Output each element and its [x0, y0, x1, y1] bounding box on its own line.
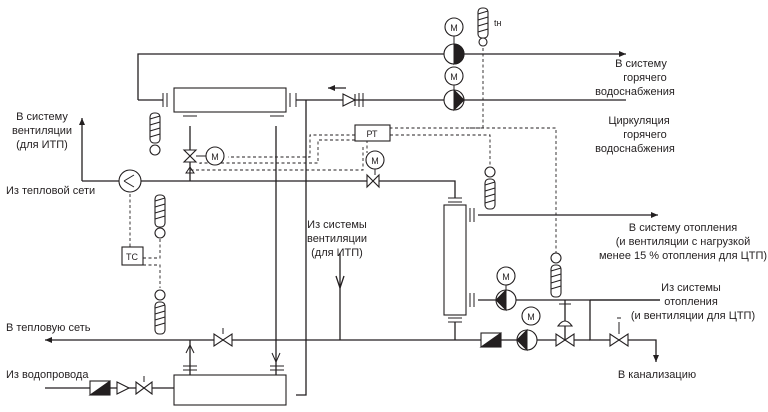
water-check-valve-icon [116, 381, 131, 395]
tc-sensor-up [143, 238, 161, 259]
heating-heater [443, 197, 475, 323]
return-temp-sensor [154, 289, 166, 335]
hw-temp-sensor [149, 112, 161, 156]
to-ventilation-label-2: вентиляции [12, 125, 72, 137]
supply-temp-sensor [154, 194, 166, 239]
to-sewer-label: В канализацию [618, 369, 696, 381]
ventilation-return-arrowhead [335, 275, 345, 291]
check-valve-icon [342, 93, 357, 107]
pumps: М М М М [118, 17, 541, 352]
rt-to-supply-line [190, 147, 364, 171]
to-ventilation-label-3: (для ИТП) [16, 139, 68, 151]
bottom-heater [173, 374, 287, 406]
pressure-regulator-label: РТ [366, 129, 378, 139]
motor-label-5: М [211, 152, 219, 162]
rt-line-a [228, 134, 355, 158]
circulation-label-3: водоснабжения [595, 143, 675, 155]
heating-return-sensor [550, 252, 562, 298]
text-labels: В систему горячего водоснабжения Циркуля… [6, 58, 767, 381]
drain-valve-icon [609, 332, 629, 348]
tc-sensor-down [143, 264, 161, 288]
to-heating-label-3: менее 15 % отопления для ЦТП) [599, 250, 767, 262]
pipelines [45, 51, 660, 396]
water-valve-icon [135, 380, 153, 396]
pressure-regulator-box [354, 124, 391, 142]
hot-water-heater [173, 87, 287, 113]
hw-supply-label-3: водоснабжения [595, 86, 675, 98]
cold-water-to-heater-pipe [296, 100, 307, 396]
motor-label-2: М [450, 72, 458, 82]
control-valve-icon [182, 149, 198, 163]
from-water-main-label: Из водопровода [6, 369, 89, 381]
from-heating-label-3: (и вентиляции для ЦТП) [631, 310, 755, 322]
temperature-controller-label: ТС [126, 252, 138, 262]
heating-heat-exchanger [443, 204, 467, 316]
motor-label-4: М [527, 312, 535, 322]
from-heating-label-1: Из системы [661, 282, 721, 294]
motor-label-6: М [371, 156, 379, 166]
temperature-controller-box [121, 246, 144, 266]
from-heat-network-label: Из тепловой сети [6, 185, 95, 197]
makeup-motor-icon [521, 306, 541, 326]
rt-line-b [199, 139, 355, 165]
to-heat-network-label: В тепловую сеть [6, 322, 91, 334]
outdoor-sensor [477, 7, 489, 47]
valves: М М [88, 93, 629, 396]
hw-heater-top [162, 87, 297, 117]
makeup-valve-icon [555, 332, 575, 348]
heating-sensor-line [466, 127, 557, 254]
from-ventilation-label-3: (для ИТП) [311, 247, 363, 259]
return-valve-icon [213, 332, 233, 348]
outdoor-sensor-line [372, 48, 484, 129]
rt-valve-icon [366, 173, 380, 189]
motor-label-1: М [450, 23, 458, 33]
control-lines [129, 48, 557, 288]
cold-water-heater [173, 343, 287, 406]
to-heating-label-1: В систему отопления [629, 222, 737, 234]
hw-supply-label-2: горячего [623, 72, 667, 84]
rt-heating-sensor-line [390, 134, 491, 168]
tc-to-pump [129, 193, 143, 251]
from-ventilation-label-1: Из системы [307, 219, 367, 231]
circulation-label-1: Циркуляция [608, 115, 669, 127]
to-ventilation-label-1: В систему [16, 111, 68, 123]
outdoor-temp-label: tн [494, 18, 502, 28]
sensors [149, 7, 562, 335]
circulation-label-2: горячего [623, 129, 667, 141]
to-heating-label-2: (и вентиляции с нагрузкой [616, 236, 750, 248]
hw-supply-label-1: В систему [615, 58, 667, 70]
from-ventilation-label-2: вентиляции [307, 233, 367, 245]
motor-label-3: М [502, 272, 510, 282]
ventilation-pump-icon [118, 169, 142, 193]
heating-supply-sensor [484, 166, 496, 210]
heat-network-supply-pipe [112, 180, 456, 198]
from-heating-label-2: отопления [664, 296, 718, 308]
